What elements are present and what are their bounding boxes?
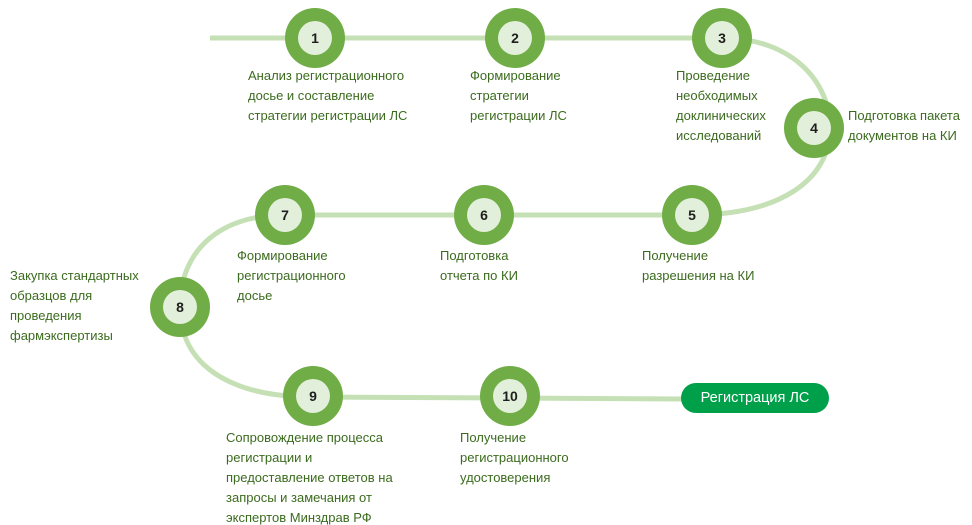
step-3-label: Проведение необходимых доклинических исс… xyxy=(676,68,766,143)
step-number: 7 xyxy=(268,198,302,232)
step-3-circle: 3 xyxy=(692,8,752,68)
step-5-label: Получение разрешения на КИ xyxy=(642,248,755,283)
step-number: 9 xyxy=(296,379,330,413)
step-6-circle: 6 xyxy=(454,185,514,245)
step-10-label: Получение регистрационного удостоверения xyxy=(460,430,569,485)
step-8-label: Закупка стандартных образцов для проведе… xyxy=(10,268,139,343)
final-registration-badge: Регистрация ЛС xyxy=(681,383,829,413)
step-number: 5 xyxy=(675,198,709,232)
step-5-circle: 5 xyxy=(662,185,722,245)
step-4-label: Подготовка пакета документов на КИ xyxy=(848,108,960,143)
step-6-label: Подготовка отчета по КИ xyxy=(440,248,518,283)
step-4-circle: 4 xyxy=(784,98,844,158)
step-number: 2 xyxy=(498,21,532,55)
step-9-circle: 9 xyxy=(283,366,343,426)
step-number: 3 xyxy=(705,21,739,55)
step-8-circle: 8 xyxy=(150,277,210,337)
step-number: 10 xyxy=(493,379,527,413)
step-2-circle: 2 xyxy=(485,8,545,68)
step-2-label: Формирование стратегии регистрации ЛС xyxy=(470,68,567,123)
step-number: 6 xyxy=(467,198,501,232)
step-1-label: Анализ регистрационного досье и составле… xyxy=(248,68,408,123)
step-10-circle: 10 xyxy=(480,366,540,426)
step-7-label: Формирование регистрационного досье xyxy=(237,248,346,303)
step-number: 8 xyxy=(163,290,197,324)
step-9-label: Сопровождение процесса регистрации и пре… xyxy=(226,430,393,525)
step-1-circle: 1 xyxy=(285,8,345,68)
step-number: 1 xyxy=(298,21,332,55)
step-number: 4 xyxy=(797,111,831,145)
step-7-circle: 7 xyxy=(255,185,315,245)
